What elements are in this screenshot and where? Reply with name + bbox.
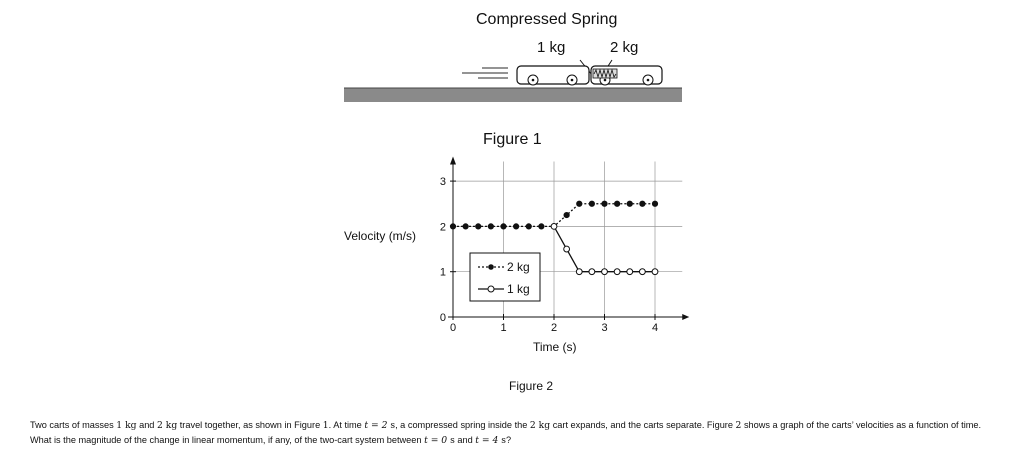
figure1-illustration: [344, 59, 682, 102]
figure1-caption: Figure 1: [483, 131, 542, 148]
series-2kg-point: [588, 200, 595, 207]
question-text: Two carts of masses 1 kg and 2 kg travel…: [30, 420, 982, 446]
track: [344, 88, 682, 102]
series-2kg-point: [601, 200, 608, 207]
series-1kg-point: [563, 245, 571, 253]
compressed-spring: [592, 68, 618, 79]
series-2kg-point: [475, 223, 482, 230]
motion-lines: [462, 67, 508, 79]
x-tick-label: 2: [551, 322, 557, 334]
x-tick-label: 4: [652, 322, 658, 334]
chart-series: [449, 200, 659, 276]
legend-box: [469, 252, 541, 302]
series-2kg-point: [500, 223, 507, 230]
figure1-title: Compressed Spring: [476, 11, 618, 28]
chart-ticks: 0 1 2 3 4 0 1 2 3: [440, 176, 658, 334]
series-1kg-point: [601, 268, 608, 276]
series-2kg-point: [639, 200, 646, 207]
figure2-caption: Figure 2: [509, 379, 554, 393]
series-2kg-point: [513, 223, 520, 230]
series-2kg-point: [626, 200, 633, 207]
chart-legend: 2 kg 1 kg: [469, 252, 541, 302]
chart-axes: [448, 156, 690, 320]
y-tick-label: 2: [440, 221, 446, 233]
y-tick-label: 3: [440, 176, 446, 188]
chart-y-axis-label: Velocity (m/s): [344, 229, 417, 243]
legend-2kg-label: 2 kg: [507, 260, 530, 274]
series-2kg-point: [576, 200, 583, 207]
series-1kg-point: [550, 223, 558, 230]
chart-x-axis-label: Time (s): [533, 340, 577, 354]
series-1kg-point: [613, 268, 621, 276]
series-2kg-point: [614, 200, 621, 207]
legend-1kg-label: 1 kg: [507, 282, 530, 296]
y-tick-label: 1: [440, 267, 446, 279]
series-2kg-point: [563, 211, 570, 219]
x-axis-arrow: [682, 314, 690, 320]
series-1kg-point: [588, 268, 596, 276]
x-tick-label: 0: [450, 322, 456, 334]
cart-1kg: [516, 65, 590, 86]
series-1kg-point: [638, 268, 646, 276]
cart-1kg-label: 1 kg: [537, 39, 566, 56]
series-2kg-point: [449, 223, 457, 230]
series-2kg-point: [462, 223, 469, 230]
y-tick-label: 0: [440, 312, 446, 324]
x-tick-label: 3: [601, 322, 607, 334]
series-2kg-point: [525, 223, 532, 230]
series-1kg-point: [575, 268, 583, 276]
series-2kg-point: [487, 223, 494, 230]
y-axis-arrow: [450, 156, 456, 165]
series-2kg-point: [538, 223, 545, 230]
cart-2kg-label: 2 kg: [610, 39, 639, 56]
legend-1kg-marker: [487, 285, 495, 293]
velocity-time-chart: 0 1 2 3 4 0 1 2 3 2 kg 1 kg: [440, 156, 690, 334]
x-tick-label: 1: [500, 322, 506, 334]
series-1kg-point: [651, 268, 659, 276]
legend-2kg-marker: [488, 264, 494, 270]
series-1kg-point: [626, 268, 634, 276]
series-2kg-point: [651, 200, 659, 207]
